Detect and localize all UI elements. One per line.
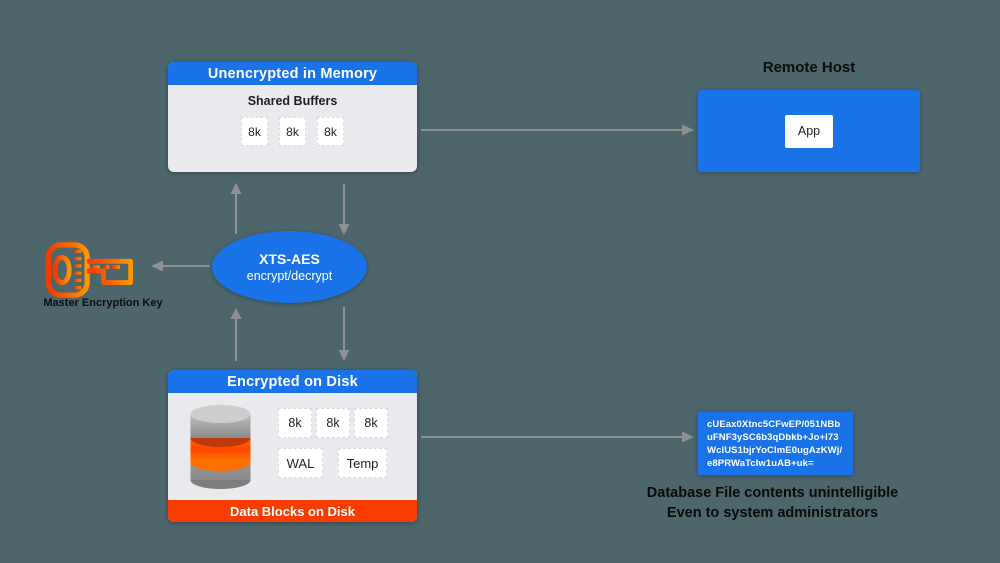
caption-line: Database File contents unintelligible <box>646 485 899 501</box>
arrow-disk-to-encrypted-file <box>421 431 694 443</box>
cipher-node: XTS-AES encrypt/decrypt <box>212 231 367 303</box>
caption-line: Even to system administrators <box>666 505 879 521</box>
key-icon <box>45 242 134 298</box>
disk-panel-footer: Data Blocks on Disk <box>168 500 417 522</box>
shared-buffers-label: Shared Buffers <box>247 94 338 108</box>
wal-block: WAL <box>278 448 323 478</box>
cipher-title: XTS-AES <box>259 251 320 267</box>
disk-block-8k: 8k <box>316 408 350 438</box>
arrow-cipher-to-disk-down <box>338 307 350 361</box>
encrypted-file-caption: Database File contents unintelligible Ev… <box>610 483 935 523</box>
arrow-disk-to-cipher-up <box>230 308 242 361</box>
cipher-subtitle: encrypt/decrypt <box>246 269 333 283</box>
disk-panel: Encrypted on Disk 8k 8k <box>168 370 417 522</box>
arrow-cipher-to-master-key <box>151 260 210 272</box>
buffer-row: 8k 8k 8k <box>168 117 417 146</box>
disk-block-8k: 8k <box>278 408 312 438</box>
app-box: App <box>785 114 833 148</box>
buffer-block: 8k <box>317 117 344 146</box>
encrypted-file-line: uFNF3ySC6b3qDbkb+Jo+l73 <box>707 432 839 443</box>
arrow-memory-to-cipher-down <box>338 184 350 235</box>
buffer-block: 8k <box>279 117 306 146</box>
arrow-memory-to-remote-host <box>421 124 694 136</box>
master-key-label: Master Encryption Key <box>43 297 163 309</box>
encrypted-file-line: e8PRWaTcIw1uAB+uk= <box>707 458 814 469</box>
encrypted-file-line: cUEax0Xtnc5CFwEP/051NBb <box>707 419 841 430</box>
buffer-block: 8k <box>241 117 268 146</box>
database-icon <box>190 405 251 489</box>
encrypted-file-line: WclUS1bjrYoClmE0ugAzKWj/ <box>707 445 843 456</box>
memory-panel-header: Unencrypted in Memory <box>168 62 417 85</box>
remote-host-title: Remote Host <box>762 59 856 76</box>
remote-host-box: App <box>698 90 920 172</box>
temp-block: Temp <box>338 448 387 478</box>
disk-block-8k: 8k <box>354 408 388 438</box>
arrow-cipher-to-memory-up <box>230 183 242 234</box>
disk-panel-header: Encrypted on Disk <box>168 370 417 393</box>
memory-panel: Unencrypted in Memory Shared Buffers 8k … <box>168 62 417 172</box>
encrypted-file-box: cUEax0Xtnc5CFwEP/051NBb uFNF3ySC6b3qDbkb… <box>698 412 853 475</box>
